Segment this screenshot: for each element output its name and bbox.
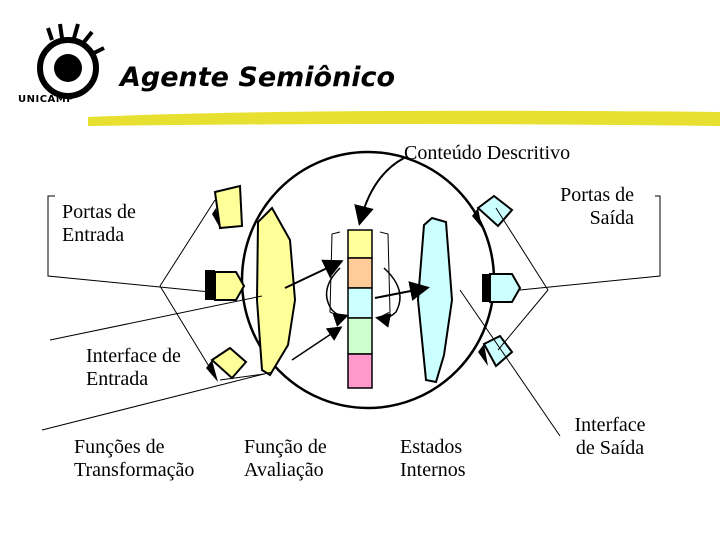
label-portas-saida: Portas de Saída — [560, 184, 634, 229]
output-port-top — [472, 194, 514, 228]
leader-lines — [41, 195, 661, 437]
input-port-top — [212, 184, 244, 230]
label-estados-internos: Estados Internos — [400, 436, 466, 481]
input-to-state-arrow — [284, 259, 344, 289]
input-interface-shape — [255, 206, 297, 377]
label-interface-saida: Interface de Saída — [574, 414, 646, 459]
output-interface-shape — [416, 216, 454, 384]
label-interface-entrada: Interface de Entrada — [86, 345, 181, 390]
state-to-output-arrow — [374, 281, 430, 301]
output-port-middle — [482, 273, 522, 303]
page-title: Agente Semiônico — [120, 62, 396, 93]
logo-text: UNICAMP — [18, 94, 75, 105]
internal-states-stack — [347, 229, 373, 389]
unicamp-logo — [37, 23, 105, 99]
avaliacao-arrow — [291, 326, 343, 361]
state-feedback-arrow-right — [375, 267, 401, 328]
state-feedback-arrow-left — [325, 267, 349, 327]
label-conteudo-descritivo: Conteúdo Descritivo — [404, 142, 571, 164]
title-underline — [88, 110, 720, 126]
descriptive-content-arrow — [354, 157, 405, 226]
output-port-bottom — [478, 334, 514, 368]
label-funcao-avaliacao: Função de Avaliação — [244, 436, 327, 481]
label-portas-entrada: Portas de Entrada — [62, 201, 136, 246]
label-funcoes-transformacao: Funções de Transformação — [74, 436, 195, 481]
input-port-middle — [205, 270, 246, 301]
